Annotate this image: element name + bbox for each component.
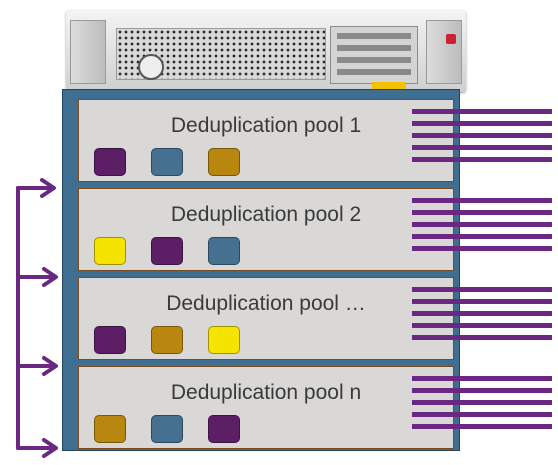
dedup-pool-ellipsis: Deduplication pool … bbox=[78, 277, 454, 360]
output-wire bbox=[412, 412, 552, 417]
blue-chunk-tile bbox=[151, 415, 183, 443]
output-wire bbox=[412, 323, 552, 328]
purple-chunk-tile bbox=[208, 415, 240, 443]
output-wire bbox=[412, 299, 552, 304]
gold-chunk-tile bbox=[151, 326, 183, 354]
output-wire bbox=[412, 109, 552, 114]
arrow-to-pool-2 bbox=[16, 267, 58, 287]
gold-chunk-tile bbox=[94, 415, 126, 443]
appliance-drive-bays bbox=[330, 26, 418, 84]
output-wire bbox=[412, 145, 552, 150]
purple-chunk-tile bbox=[94, 148, 126, 176]
output-wire bbox=[412, 287, 552, 292]
hp-logo-icon bbox=[138, 54, 164, 80]
yellow-chunk-tile bbox=[94, 237, 126, 265]
output-wire bbox=[412, 198, 552, 203]
appliance-model-tag bbox=[372, 82, 406, 90]
output-wire bbox=[412, 234, 552, 239]
pool-label: Deduplication pool … bbox=[166, 292, 366, 315]
output-wire bbox=[412, 133, 552, 138]
arrow-to-pool-1 bbox=[16, 178, 56, 198]
output-wire bbox=[412, 246, 552, 251]
output-wire bbox=[412, 157, 552, 162]
purple-chunk-tile bbox=[151, 237, 183, 265]
output-wire bbox=[412, 121, 552, 126]
output-wire bbox=[412, 222, 552, 227]
pool-label: Deduplication pool n bbox=[170, 381, 362, 404]
output-wire bbox=[412, 335, 552, 340]
arrow-to-pool-3 bbox=[16, 356, 58, 376]
dedup-pool-1: Deduplication pool 1 bbox=[78, 99, 454, 182]
blue-chunk-tile bbox=[151, 148, 183, 176]
dedup-pool-2: Deduplication pool 2 bbox=[78, 188, 454, 271]
blue-chunk-tile bbox=[208, 237, 240, 265]
gold-chunk-tile bbox=[208, 148, 240, 176]
output-wire bbox=[412, 400, 552, 405]
yellow-chunk-tile bbox=[208, 326, 240, 354]
output-wire bbox=[412, 424, 552, 429]
storage-appliance-image bbox=[66, 10, 466, 92]
appliance-left-ear bbox=[70, 20, 106, 84]
pool-label: Deduplication pool 1 bbox=[170, 114, 362, 137]
output-wire bbox=[412, 376, 552, 381]
dedup-pool-n: Deduplication pool n bbox=[78, 366, 454, 449]
output-wire bbox=[412, 311, 552, 316]
arrow-to-pool-n bbox=[16, 438, 58, 458]
appliance-status-led bbox=[446, 34, 456, 44]
pool-label: Deduplication pool 2 bbox=[170, 203, 362, 226]
purple-chunk-tile bbox=[94, 326, 126, 354]
output-wire bbox=[412, 210, 552, 215]
replication-arrows bbox=[16, 178, 58, 458]
output-wire bbox=[412, 388, 552, 393]
appliance-right-ear bbox=[426, 20, 462, 84]
